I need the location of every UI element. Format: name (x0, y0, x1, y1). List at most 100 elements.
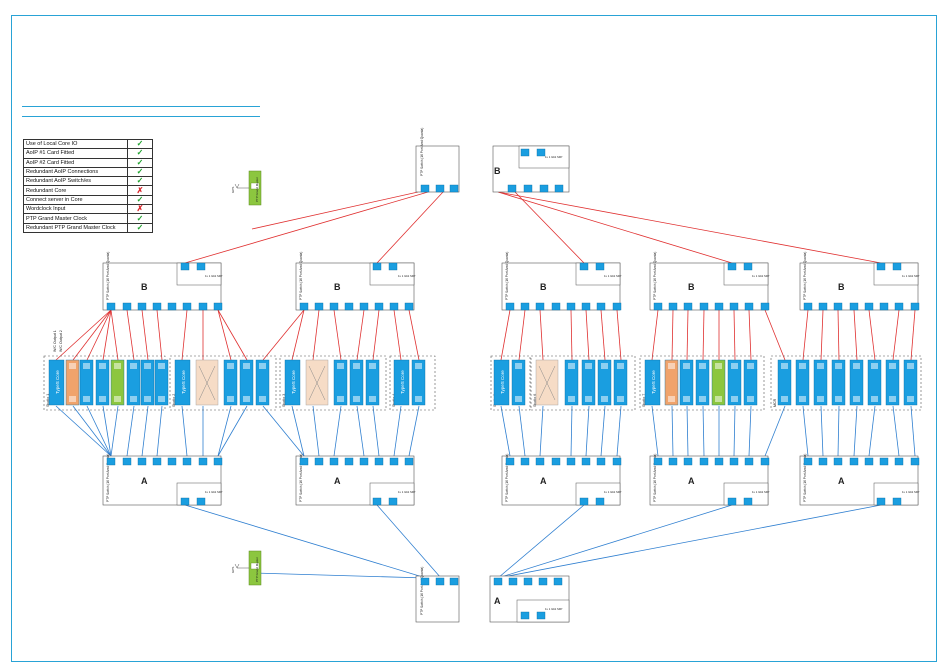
io-device-port (158, 363, 165, 369)
switch-port (894, 302, 904, 311)
device-link-a (312, 405, 320, 457)
io-device-port (99, 396, 106, 402)
switch-port (581, 302, 591, 311)
device-link-a (217, 405, 232, 457)
io-device (711, 359, 726, 406)
uplink-port (435, 577, 445, 586)
switch-port (910, 457, 920, 466)
switch-port (314, 302, 324, 311)
switch-port (849, 457, 859, 466)
io-device-port (747, 363, 754, 369)
switch-port (683, 302, 693, 311)
io-device (831, 359, 846, 406)
connection-lines (55, 191, 916, 579)
network-label-a: A (540, 476, 547, 486)
io-device (613, 359, 628, 406)
uplink-port (892, 497, 902, 506)
switch-port (167, 302, 177, 311)
device-link-b (500, 309, 511, 361)
switch-label: PTP Switch (16 Port Amd Quanta) (299, 252, 303, 300)
title-rule (22, 116, 260, 117)
studio-label: Studio 2 (172, 394, 176, 407)
edge-switch-b (799, 262, 919, 311)
switch-port (359, 302, 369, 311)
switch-port (864, 302, 874, 311)
device-link-a (333, 405, 342, 457)
core-device-label: TypeS Core (400, 370, 405, 394)
uplink-port (520, 611, 530, 620)
io-device-port (353, 363, 360, 369)
studio-label: Studio 7 (642, 394, 646, 407)
device-link-b (102, 309, 112, 361)
switch-port (849, 302, 859, 311)
device-link-a (802, 405, 809, 457)
uplink-port (579, 497, 589, 506)
io-device-port (781, 363, 788, 369)
studio-box (530, 355, 636, 411)
io-device-port (799, 363, 806, 369)
studio-label: Studio 6 (533, 394, 537, 407)
antenna-icon (234, 563, 240, 569)
io-device (349, 359, 364, 406)
uplink-port (554, 184, 564, 193)
switch-port (566, 302, 576, 311)
io-device-port (601, 396, 608, 402)
switch-label: PTP Switch (16 Port Amd Quanta) (420, 567, 424, 615)
io-device-port (835, 363, 842, 369)
switch-port (879, 457, 889, 466)
switch-label: PTP Switch (16 Port Amd Quanta) (803, 454, 807, 502)
switch-port (729, 302, 739, 311)
io-device-port (243, 396, 250, 402)
io-device-port (889, 396, 896, 402)
device-link-a (671, 405, 674, 457)
uplink-port (876, 262, 886, 271)
check-icon: ✓ (127, 222, 153, 233)
device-link-b (600, 309, 606, 361)
switch-label: PTP Switch (16 Port Amd Quanta) (299, 454, 303, 502)
device-link-a (764, 405, 786, 457)
io-device (95, 359, 110, 406)
gps-clock-label: PTP Grand Master (255, 177, 259, 202)
io-device-port (853, 396, 860, 402)
device-link-a (820, 405, 824, 457)
device-link-a (262, 405, 305, 457)
switch-port (374, 302, 384, 311)
io-device-port (699, 363, 706, 369)
device-link-b (141, 309, 149, 361)
switch-port (505, 457, 515, 466)
uplink-port (493, 577, 503, 586)
io-device-port (227, 363, 234, 369)
switch-port (699, 302, 709, 311)
switch-port (520, 302, 530, 311)
uplink-label: 1x 1 Gbit SFP (545, 607, 563, 611)
studio-box (490, 355, 531, 411)
switch-port (744, 302, 754, 311)
switch-port (729, 457, 739, 466)
io-device-port (668, 396, 675, 402)
core-device (174, 359, 191, 406)
io-device-port (515, 396, 522, 402)
switch-port (299, 457, 309, 466)
device-link-b (802, 309, 809, 361)
io-device-port (130, 363, 137, 369)
io-device-port (617, 363, 624, 369)
switch-port (714, 302, 724, 311)
io-device-port (817, 396, 824, 402)
io-device (79, 359, 94, 406)
device-link-a (616, 405, 622, 457)
uplink-port (523, 184, 533, 193)
io-device-port (699, 396, 706, 402)
core-device (644, 359, 661, 406)
switch-port (818, 302, 828, 311)
io-device (511, 359, 526, 406)
device-link-a (372, 405, 380, 457)
io-device-port (683, 363, 690, 369)
device-link-a (141, 405, 149, 457)
uplink-port (449, 184, 459, 193)
device-link-a (408, 405, 420, 457)
switch-label: PTP Switch (16 Port Amd Quanta) (106, 454, 110, 502)
network-label-a: A (494, 596, 501, 606)
device-link-b (853, 309, 858, 361)
device-link-a (837, 405, 840, 457)
device-link-a (686, 405, 689, 457)
